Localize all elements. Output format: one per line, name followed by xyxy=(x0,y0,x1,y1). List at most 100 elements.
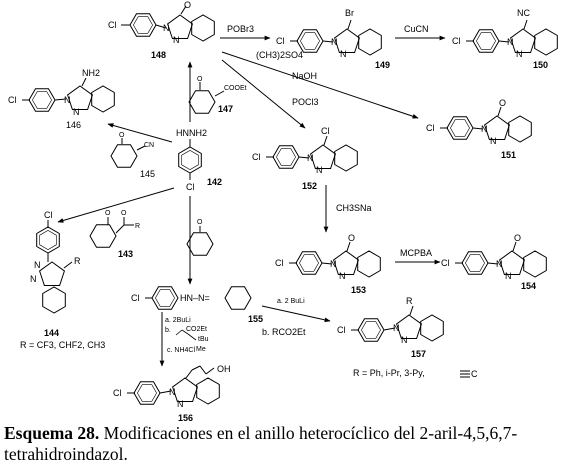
compound-150: NC N N Cl 150 xyxy=(452,8,558,70)
substituent-r: R xyxy=(135,223,140,230)
compound-number: 153 xyxy=(351,285,366,295)
atom-cl: Cl xyxy=(131,293,140,303)
compound-142: HNNH2 Cl 142 xyxy=(176,128,222,192)
atom-n: N xyxy=(173,35,180,45)
atom-cl: Cl xyxy=(8,95,17,105)
compound-number: 148 xyxy=(151,50,166,60)
compound-number: 144 xyxy=(44,328,59,338)
ester-group: COOEt xyxy=(224,85,247,92)
compound-number: 149 xyxy=(375,60,390,70)
reagent-naoh: NaOH xyxy=(292,71,317,81)
arrow-142-to-146 xyxy=(107,123,173,143)
compound-145: O CN 145 xyxy=(110,132,155,179)
atom-nc: NC xyxy=(517,8,530,18)
compound-156: OH N N Cl 156 xyxy=(113,364,231,423)
atom-cl: Cl xyxy=(321,126,330,136)
atom-n: N xyxy=(34,260,41,270)
atom-o: O xyxy=(121,210,127,217)
atom-n: N xyxy=(331,37,338,47)
reagent-step-b: b. xyxy=(165,327,171,334)
atom-n: N xyxy=(505,271,512,281)
reagent-step-a: a. 2BuLi xyxy=(165,317,191,324)
r-definition: R = Ph, i-Pr, 3-Py, xyxy=(353,368,425,378)
compound-155: Cl HN–N= 155 xyxy=(131,286,263,324)
reagent-me2so4: (CH3)2SO4 xyxy=(256,50,303,60)
compound-number: 146 xyxy=(66,120,81,130)
reagent-fragment: Me xyxy=(196,346,206,353)
arrow-148-to-151 xyxy=(221,51,419,119)
arrow-155-to-157 xyxy=(261,305,331,323)
atom-n: N xyxy=(339,271,346,281)
substituent-r: R xyxy=(74,256,81,266)
atom-cl: Cl xyxy=(441,258,450,268)
atom-cl: Cl xyxy=(252,152,261,162)
atom-n: N xyxy=(169,387,176,397)
atom-cl: Cl xyxy=(426,123,435,133)
atom-n: N xyxy=(316,165,323,175)
compound-151: O N N Cl 151 xyxy=(426,98,532,160)
compound-number: 156 xyxy=(178,413,193,423)
atom-n: N xyxy=(393,323,400,333)
reagent-a-2buli: a. 2 BuLi xyxy=(277,298,305,305)
atom-n: N xyxy=(507,37,514,47)
atom-cl: Cl xyxy=(275,258,284,268)
substituent-r: R xyxy=(406,296,413,306)
compound-149: Br N N Cl 149 xyxy=(276,8,390,70)
atom-n: N xyxy=(330,259,337,269)
atom-n: N xyxy=(516,49,523,59)
hydrazine-group: HNNH2 xyxy=(176,128,207,138)
atom-o: O xyxy=(348,233,355,243)
reagent-cucn: CuCN xyxy=(404,24,429,34)
atom-oh: OH xyxy=(217,364,231,374)
atom-n: N xyxy=(496,259,503,269)
reagent-fragment: tBu xyxy=(198,336,209,343)
atom-cl: Cl xyxy=(276,36,285,46)
atom-n: N xyxy=(64,95,71,105)
reagent-pocl3: POCl3 xyxy=(292,97,319,107)
atom-o: O xyxy=(514,233,521,243)
compound-number: 154 xyxy=(521,281,536,291)
figure-caption: Esquema 28. Modificaciones en el anillo … xyxy=(4,423,576,465)
arrow-142-to-144 xyxy=(57,187,175,223)
atom-cl: Cl xyxy=(452,36,461,46)
compound-number: 155 xyxy=(248,314,263,324)
caption-text: Modificaciones en el anillo heterocíclic… xyxy=(4,423,518,464)
atom-n: N xyxy=(307,153,314,163)
arrow-148-to-152 xyxy=(221,59,306,129)
compound-154: O N N Cl 154 xyxy=(441,233,547,291)
hydrazone-link: HN–N= xyxy=(180,293,210,303)
atom-n: N xyxy=(163,23,170,33)
atom-o: O xyxy=(184,0,191,10)
atom-n: N xyxy=(481,124,488,134)
reagent-step-c: c. NH4Cl xyxy=(167,347,195,354)
cyclohexanone: O xyxy=(186,219,214,256)
atom-cl: Cl xyxy=(113,388,122,398)
alkyne-carbon: C xyxy=(471,369,478,379)
atom-o: O xyxy=(119,132,125,139)
atom-cl: Cl xyxy=(186,182,195,192)
caption-label: Esquema 28. xyxy=(4,423,100,443)
compound-148: O N N Cl 148 xyxy=(108,0,215,60)
atom-n: N xyxy=(177,399,184,409)
compound-number: 145 xyxy=(140,169,155,179)
atom-nh2: NH2 xyxy=(82,68,100,78)
atom-n: N xyxy=(401,335,408,345)
reagent-labels: POBr3 (CH3)2SO4 CuCN NaOH POCl3 CH3SNa M… xyxy=(227,24,432,337)
compound-146: NH2 N N Cl 146 xyxy=(8,68,115,130)
compound-144: Cl N N R 144 R = CF3, CHF2, CH3 xyxy=(20,210,105,350)
cyano-group: CN xyxy=(144,142,154,149)
reagents-155-to-156: a. 2BuLi b. CO2Et tBu Me c. NH4Cl xyxy=(165,317,209,354)
atom-n: N xyxy=(73,107,80,117)
atom-cl: Cl xyxy=(108,20,117,30)
reagent-pobr3: POBr3 xyxy=(227,24,254,34)
reaction-arrows xyxy=(57,35,446,367)
compound-153: O N N Cl 153 xyxy=(275,233,381,295)
reagent-mcpba: MCPBA xyxy=(400,248,432,258)
compound-number: 150 xyxy=(533,60,548,70)
compound-number: 151 xyxy=(501,150,516,160)
atom-o: O xyxy=(197,219,203,226)
compound-number: 142 xyxy=(207,177,222,187)
compound-number: 143 xyxy=(118,249,133,259)
atom-o: O xyxy=(499,98,506,108)
